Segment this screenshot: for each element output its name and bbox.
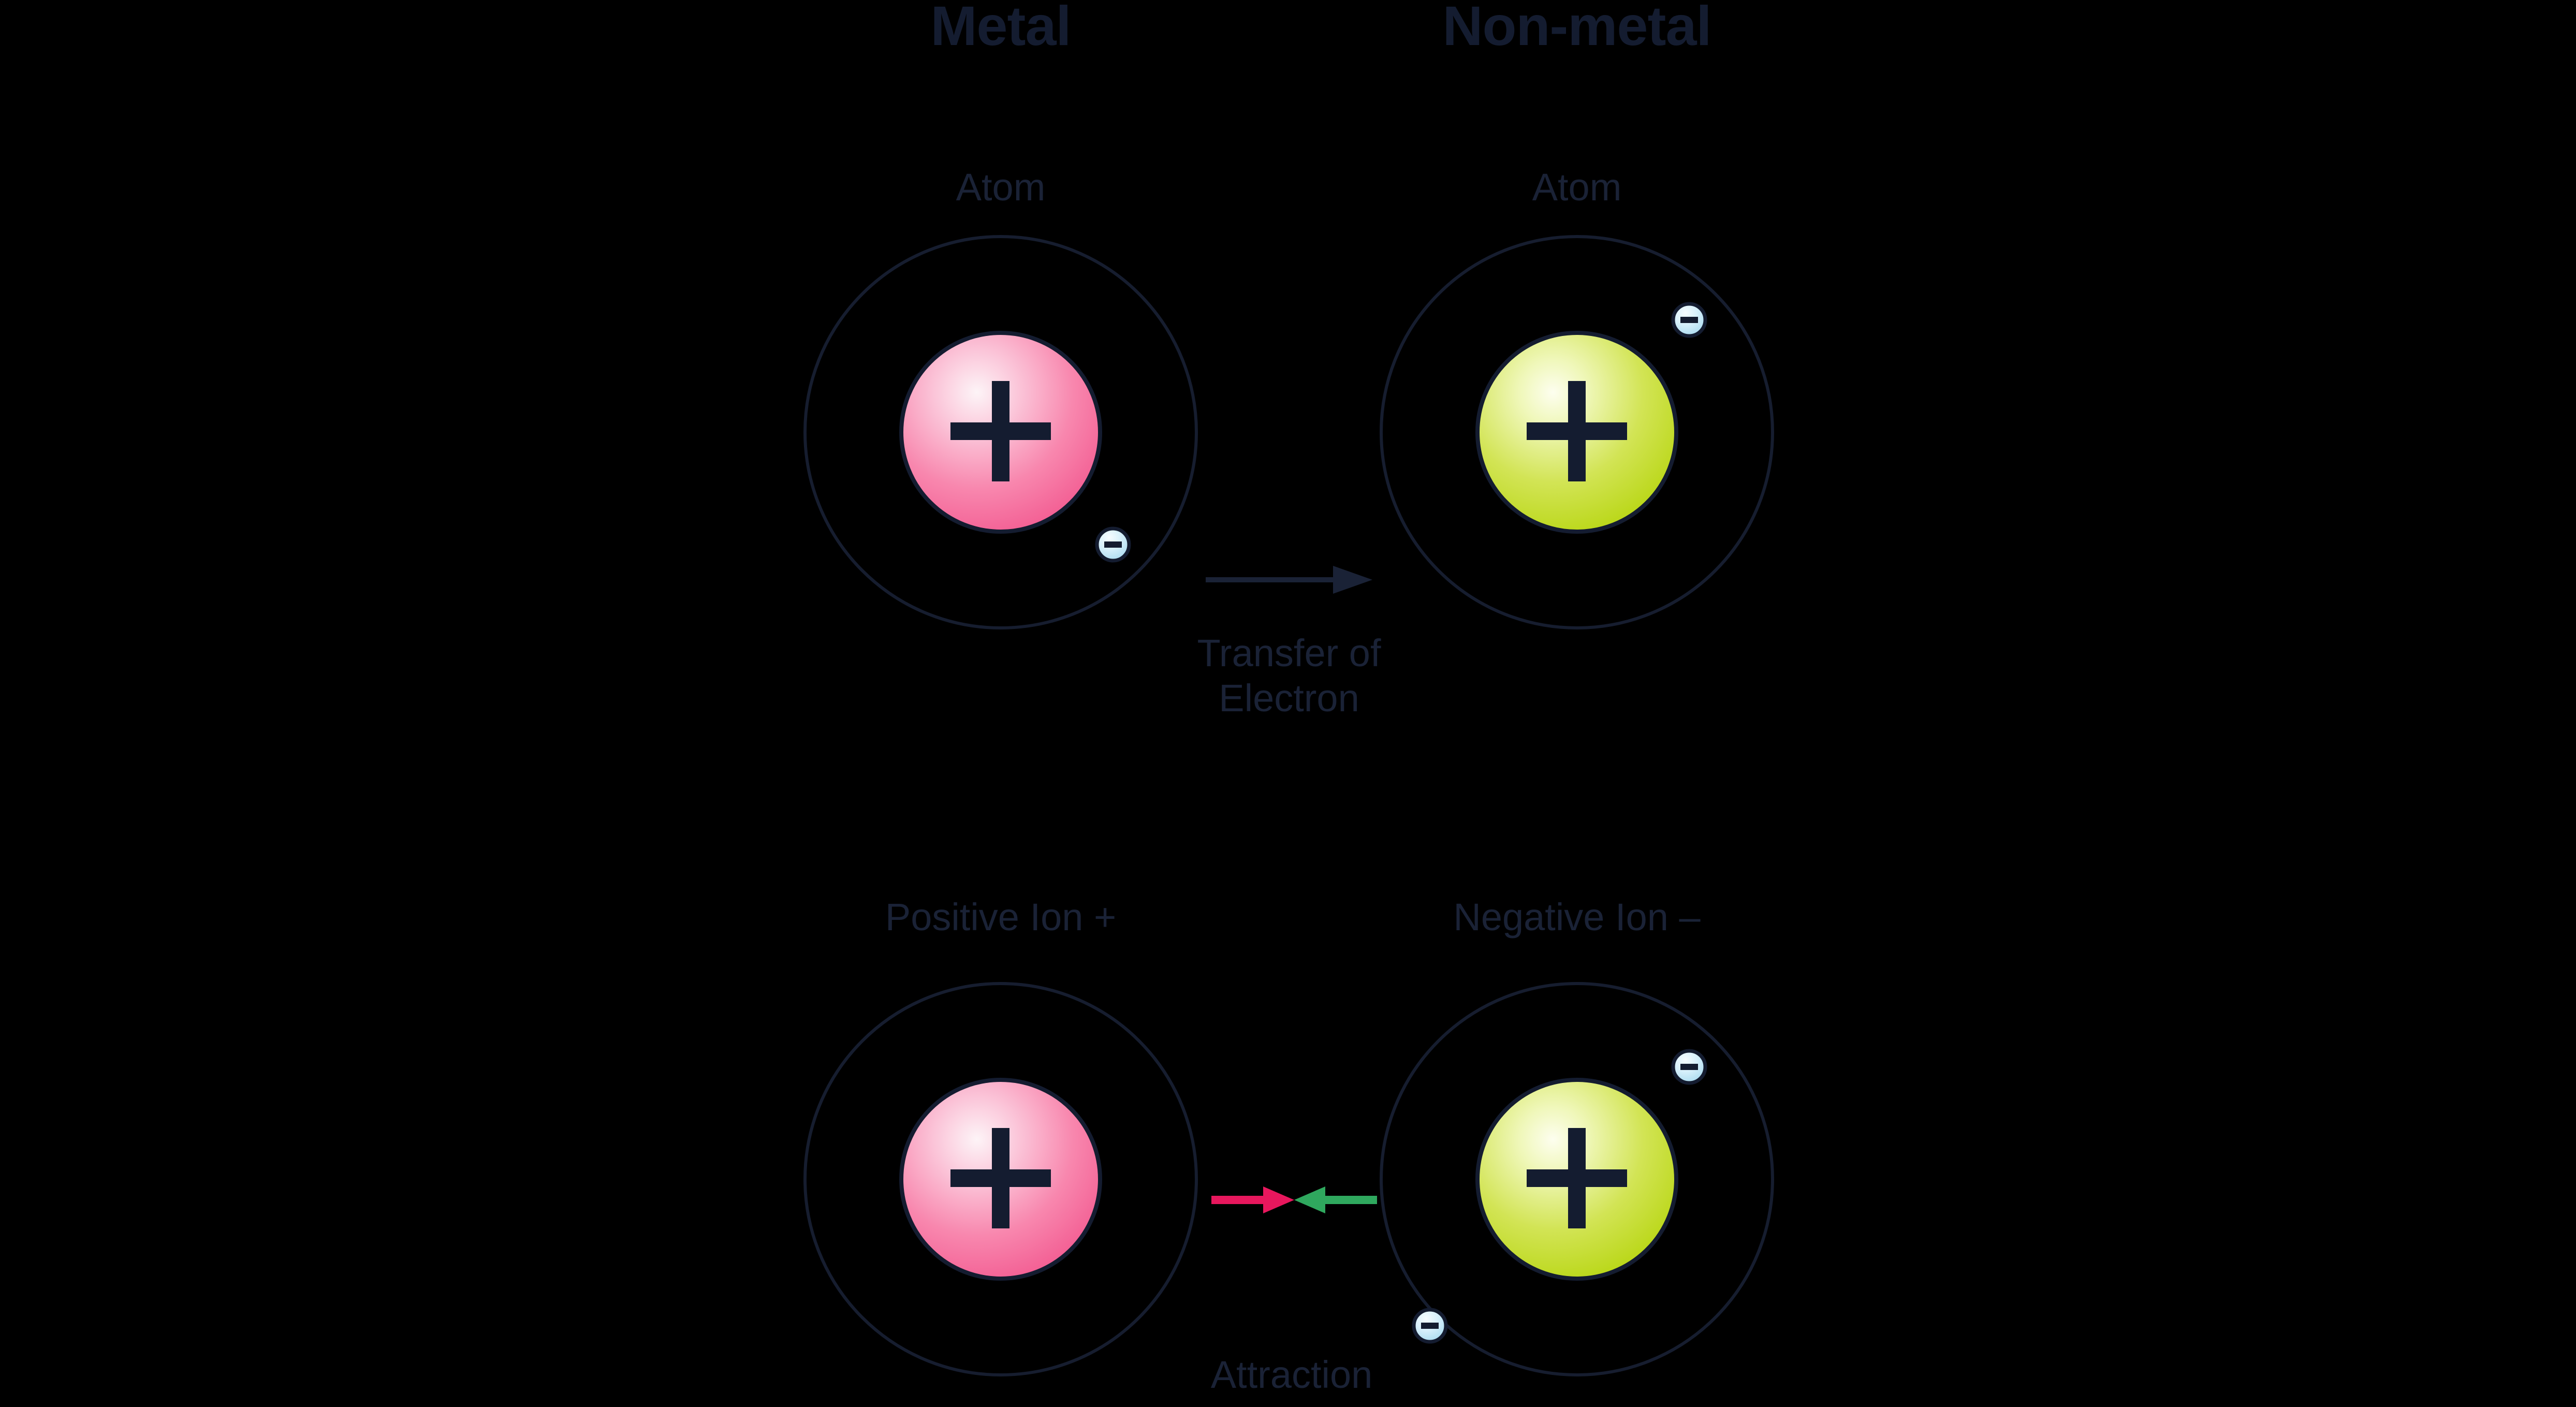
positive-ion-caption: Positive Ion + — [885, 896, 1117, 939]
column-header-metal: Metal — [930, 0, 1071, 57]
transfer-of-electron-label: Transfer of Electron — [1197, 632, 1381, 720]
electron — [1095, 526, 1131, 563]
negative-ion-caption: Negative Ion – — [1453, 896, 1701, 939]
orbit-path — [803, 982, 1198, 1376]
plus-charge-icon — [950, 381, 1051, 481]
plus-charge-icon — [1527, 381, 1627, 481]
arrow-right-crimson — [1211, 1186, 1294, 1213]
orbit-path — [1380, 982, 1774, 1376]
metal-atom-top — [803, 235, 1198, 629]
attraction-label: Attraction — [1210, 1353, 1373, 1396]
plus-charge-icon — [1527, 1128, 1627, 1228]
electron — [1412, 1308, 1448, 1344]
orbit-path — [803, 235, 1198, 629]
top-left-atom-caption: Atom — [956, 166, 1046, 209]
nonmetal-atom-top — [1380, 235, 1774, 629]
electron — [1671, 302, 1707, 338]
electron — [1671, 1049, 1707, 1085]
arrow-left-green — [1294, 1186, 1377, 1213]
positive-ion — [803, 982, 1198, 1376]
top-right-atom-caption: Atom — [1532, 166, 1622, 209]
plus-charge-icon — [950, 1128, 1051, 1228]
column-header-nonmetal: Non-metal — [1442, 0, 1711, 57]
orbit-path — [1380, 235, 1774, 629]
transfer-arrow-icon — [1206, 566, 1372, 594]
negative-ion — [1380, 982, 1774, 1376]
attraction-arrows-icon — [1211, 1186, 1377, 1213]
